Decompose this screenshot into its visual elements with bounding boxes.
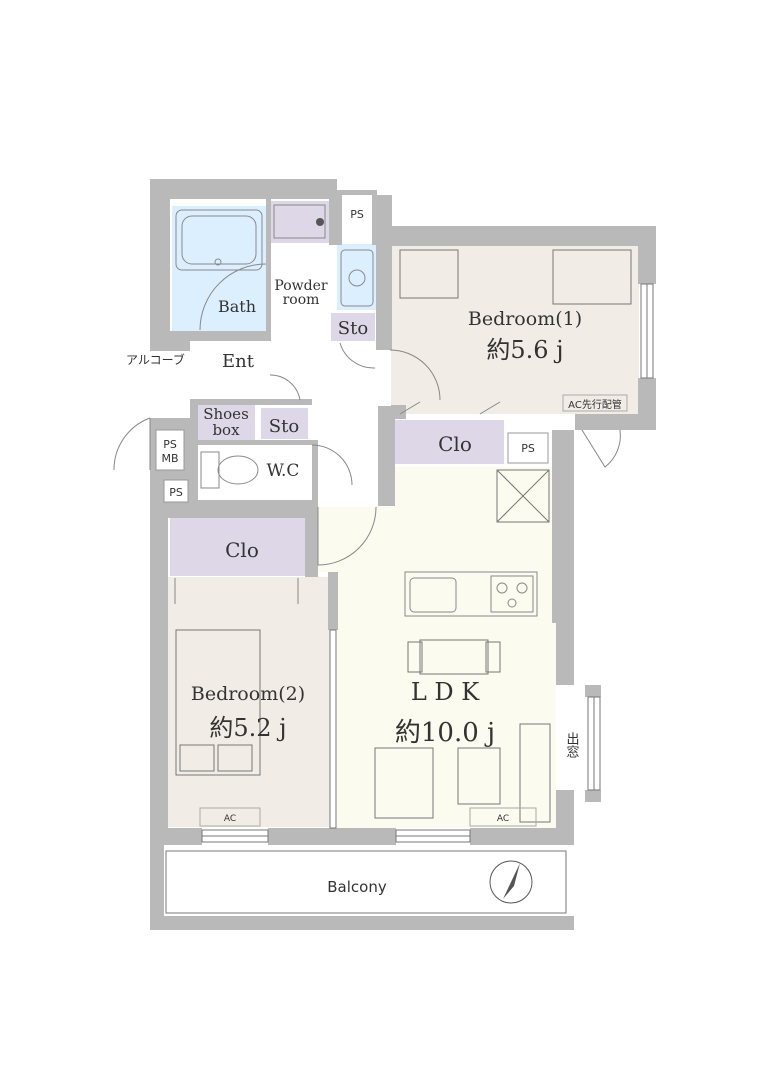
ps-kitchen-box <box>507 432 549 464</box>
sink-icon <box>273 204 326 239</box>
ps-kitchen-label: PS <box>521 442 535 455</box>
ps-top-label: PS <box>350 208 364 221</box>
closet1-floor <box>395 420 504 464</box>
ac-ldk-label: AC <box>497 814 509 824</box>
ldk-size: 約10.0 j <box>395 718 495 748</box>
bay-window-label: 出窓 <box>564 732 580 758</box>
dining-table <box>407 639 501 675</box>
ps-left-label: PS <box>169 486 183 499</box>
alcove-label: アルコーブ <box>126 352 185 367</box>
toilet-icon <box>200 451 259 489</box>
storage2-label: Sto <box>269 416 299 437</box>
powder-room-label: Powder <box>274 278 328 294</box>
north-arrow-icon <box>489 860 533 904</box>
living-furniture <box>374 723 551 823</box>
stove-icon <box>496 582 528 608</box>
bath-label: Bath <box>218 297 256 316</box>
shoes-box-floor <box>198 404 255 440</box>
bedroom1-size: 約5.6 j <box>486 336 563 364</box>
closet2-floor <box>170 518 305 576</box>
bedroom2-floor <box>168 577 330 827</box>
bath-floor <box>172 206 266 331</box>
ac-bedroom2-label: AC <box>224 814 236 824</box>
ac-box-bedroom2 <box>199 807 261 827</box>
entrance-label: Ent <box>222 351 255 372</box>
shoes-box-label-2: box <box>212 421 240 439</box>
ldk-floor <box>312 467 556 828</box>
bedroom1-floor <box>391 246 639 414</box>
walls <box>150 179 656 930</box>
bedroom2-bed <box>175 629 261 776</box>
bedroom2-name: Bedroom(2) <box>191 683 305 705</box>
bedroom1-bed <box>399 249 632 305</box>
wc-label: W.C <box>267 461 300 481</box>
windows <box>165 283 654 914</box>
washer-floor <box>337 244 376 310</box>
kitchen-counter <box>404 571 538 617</box>
closet2-label: Clo <box>225 538 259 562</box>
ldk-name: L D K <box>411 678 480 706</box>
ac-prewired-label: AC先行配管 <box>568 398 622 411</box>
bathtub-icon <box>175 209 267 331</box>
bedroom1-name: Bedroom(1) <box>468 308 582 330</box>
doors <box>113 342 621 604</box>
ps-left-box <box>163 479 189 503</box>
storage2-floor <box>261 408 308 439</box>
ps-mb-label-2: MB <box>161 452 178 465</box>
ac-box-bedroom1 <box>562 394 628 412</box>
storage1-floor <box>331 313 375 341</box>
ps-mb-box <box>155 429 185 471</box>
washing-machine-icon <box>340 249 374 307</box>
shoes-box-label: Shoes <box>203 405 249 423</box>
ps-mb-label: PS <box>163 438 177 451</box>
ps-top-box <box>342 195 372 240</box>
ac-box-ldk <box>469 807 537 827</box>
closet1-label: Clo <box>438 432 472 456</box>
bedroom2-size: 約5.2 j <box>209 714 286 742</box>
storage1-label: Sto <box>338 318 368 339</box>
fridge-spot <box>496 469 550 523</box>
balcony-label: Balcony <box>327 878 387 896</box>
powder-room-label-2: room <box>283 292 320 308</box>
